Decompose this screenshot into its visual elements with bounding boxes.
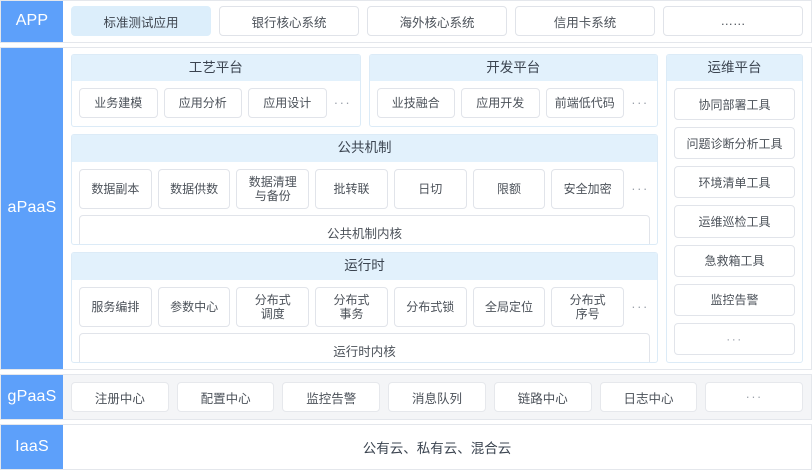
layer-label-app: APP (1, 1, 63, 42)
apaas-top-row: 工艺平台 业务建模应用分析应用设计 ··· 开发平台 业技融合应用开发前端低代码 ·… (71, 53, 658, 128)
panel-title-runtime: 运行时 (72, 253, 657, 280)
ops-platform-chip-5[interactable]: 监控告警 (674, 283, 795, 316)
gpaas-item-5[interactable]: 日志中心 (599, 382, 698, 412)
dev-platform-more-ellipsis[interactable]: ··· (631, 95, 649, 111)
runtime-chip-1[interactable]: 参数中心 (157, 286, 231, 327)
app-item-1[interactable]: 银行核心系统 (219, 6, 359, 37)
gpaas-item-3[interactable]: 消息队列 (388, 382, 486, 412)
ops-platform-chip-4[interactable]: 急救箱工具 (674, 244, 795, 277)
app-item-2[interactable]: 海外核心系统 (367, 6, 507, 37)
dev-platform-chip-0[interactable]: 业技融合 (376, 88, 455, 119)
common-mechanism-chip-4[interactable]: 日切 (393, 168, 467, 209)
apaas-content: 工艺平台 业务建模应用分析应用设计 ··· 开发平台 业技融合应用开发前端低代码 ·… (63, 48, 811, 369)
runtime-chip-4[interactable]: 分布式锁 (393, 286, 467, 327)
craft-platform-chip-1[interactable]: 应用分析 (163, 88, 242, 119)
layer-label-apaas: aPaaS (1, 47, 63, 369)
runtime-chip-3[interactable]: 分布式 事务 (315, 286, 388, 327)
gpaas-item-0[interactable]: 注册中心 (71, 382, 169, 412)
ops-platform-chip-2[interactable]: 环境清单工具 (674, 166, 795, 199)
ops-platform-chip-0[interactable]: 协同部署工具 (674, 88, 795, 121)
common-mechanism-more-ellipsis[interactable]: ··· (631, 181, 649, 196)
layer-label-iaas: IaaS (1, 425, 63, 469)
iaas-content: 公有云、私有云、混合云 (63, 425, 811, 469)
runtime-chip-2[interactable]: 分布式 调度 (236, 286, 310, 327)
runtime-more-ellipsis[interactable]: ··· (631, 298, 649, 314)
craft-platform-chip-2[interactable]: 应用设计 (248, 88, 327, 119)
panel-body-dev-platform: 业技融合应用开发前端低代码 ··· (370, 81, 658, 126)
panel-body-runtime: 服务编排参数中心分布式 调度分布式 事务分布式锁全局定位分布式 序号 ··· 运行… (72, 280, 657, 362)
craft-platform-chip-0[interactable]: 业务建模 (79, 88, 158, 119)
app-item-3[interactable]: 信用卡系统 (515, 6, 655, 37)
panel-body-common-mechanism: 数据副本数据供数数据清理 与备份批转联日切限额安全加密 ··· 公共机制内核 (72, 162, 657, 245)
apaas-right-column: 运维平台 协同部署工具问题诊断分析工具环境清单工具运维巡检工具急救箱工具监控告警… (666, 53, 803, 363)
common-mechanism-chip-0[interactable]: 数据副本 (79, 168, 152, 209)
craft-platform-more-ellipsis[interactable]: ··· (333, 95, 352, 111)
gpaas-item-2[interactable]: 监控告警 (282, 382, 381, 412)
layer-gpaas: gPaaS 注册中心配置中心监控告警消息队列链路中心日志中心··· (0, 374, 812, 420)
runtime-chip-0[interactable]: 服务编排 (79, 286, 152, 327)
ops-platform-chip-1[interactable]: 问题诊断分析工具 (674, 127, 795, 160)
iaas-text: 公有云、私有云、混合云 (362, 441, 512, 456)
panel-title-ops-platform: 运维平台 (667, 54, 802, 82)
common-mechanism-chip-1[interactable]: 数据供数 (157, 168, 231, 209)
panel-runtime: 运行时 服务编排参数中心分布式 调度分布式 事务分布式锁全局定位分布式 序号 ··… (71, 252, 658, 363)
common-mechanism-chip-6[interactable]: 安全加密 (551, 168, 625, 209)
panel-title-dev-platform: 开发平台 (369, 54, 657, 82)
common-mechanism-chip-2[interactable]: 数据清理 与备份 (236, 168, 310, 209)
ops-platform-more-ellipsis[interactable]: ··· (674, 322, 795, 355)
app-item-0[interactable]: 标准测试应用 (71, 6, 211, 37)
gpaas-more-ellipsis[interactable]: ··· (705, 382, 804, 412)
gpaas-item-4[interactable]: 链路中心 (493, 382, 592, 412)
panel-title-craft-platform: 工艺平台 (72, 54, 360, 82)
panel-body-craft-platform: 业务建模应用分析应用设计 ··· (72, 81, 360, 126)
ops-platform-chip-3[interactable]: 运维巡检工具 (674, 205, 795, 238)
dev-platform-chip-1[interactable]: 应用开发 (461, 88, 540, 119)
gpaas-items-container: 注册中心配置中心监控告警消息队列链路中心日志中心··· (63, 375, 811, 419)
layer-iaas: IaaS 公有云、私有云、混合云 (0, 424, 812, 470)
panel-title-common-mechanism: 公共机制 (72, 135, 657, 162)
apaas-left-column: 工艺平台 业务建模应用分析应用设计 ··· 开发平台 业技融合应用开发前端低代码 ·… (71, 53, 658, 363)
panel-dev-platform: 开发平台 业技融合应用开发前端低代码 ··· (368, 53, 658, 128)
panel-ops-platform: 运维平台 协同部署工具问题诊断分析工具环境清单工具运维巡检工具急救箱工具监控告警… (666, 53, 803, 363)
app-item-4[interactable]: …… (663, 6, 803, 37)
panel-craft-platform: 工艺平台 业务建模应用分析应用设计 ··· (71, 53, 361, 128)
kernel-bar-common-mechanism: 公共机制内核 (79, 214, 650, 245)
chip-row-dev-platform: 业技融合应用开发前端低代码 ··· (376, 88, 651, 119)
chip-row-runtime: 服务编排参数中心分布式 调度分布式 事务分布式锁全局定位分布式 序号 ··· (79, 286, 650, 327)
runtime-chip-6[interactable]: 分布式 序号 (551, 286, 625, 327)
layer-app: APP 标准测试应用银行核心系统海外核心系统信用卡系统 …… (0, 0, 812, 43)
panel-common-mechanism: 公共机制 数据副本数据供数数据清理 与备份批转联日切限额安全加密 ··· 公共机制… (71, 134, 658, 245)
dev-platform-chip-2[interactable]: 前端低代码 (545, 88, 624, 119)
panel-body-ops-platform: 协同部署工具问题诊断分析工具环境清单工具运维巡检工具急救箱工具监控告警 ··· (667, 81, 802, 362)
chip-row-craft-platform: 业务建模应用分析应用设计 ··· (79, 88, 353, 119)
chip-row-common-mechanism: 数据副本数据供数数据清理 与备份批转联日切限额安全加密 ··· (79, 168, 650, 209)
gpaas-item-1[interactable]: 配置中心 (176, 382, 275, 412)
runtime-chip-5[interactable]: 全局定位 (472, 286, 546, 327)
common-mechanism-chip-3[interactable]: 批转联 (315, 168, 388, 209)
layer-apaas: aPaaS 工艺平台 业务建模应用分析应用设计 ··· 开发平台 业技融合应用开发… (0, 46, 812, 370)
common-mechanism-chip-5[interactable]: 限额 (472, 168, 546, 209)
kernel-bar-runtime: 运行时内核 (79, 332, 650, 362)
layer-label-gpaas: gPaaS (1, 375, 63, 419)
app-items-container: 标准测试应用银行核心系统海外核心系统信用卡系统 …… (63, 1, 811, 42)
